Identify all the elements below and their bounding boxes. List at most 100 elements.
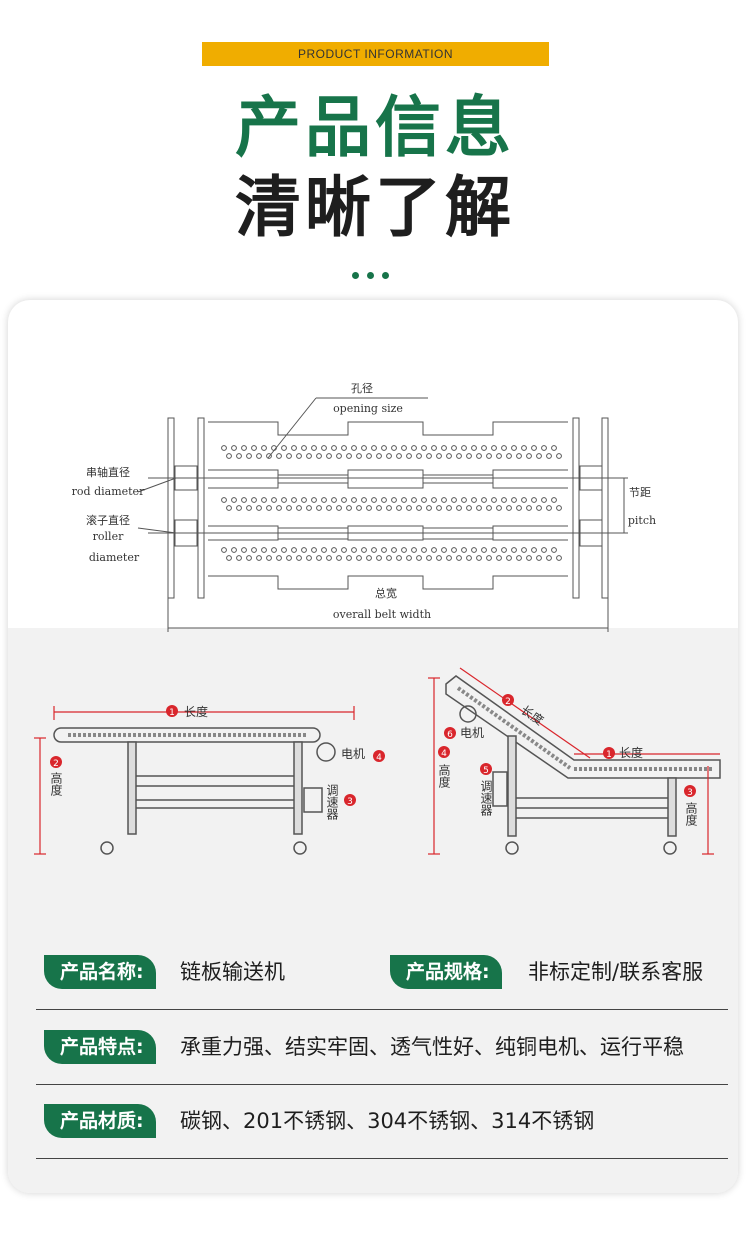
plate-hole <box>316 505 322 511</box>
plate-hole <box>401 497 407 503</box>
plate-hole <box>336 505 342 511</box>
plate-hole <box>236 505 242 511</box>
plate-hole <box>291 445 297 451</box>
plate-hole <box>366 555 372 561</box>
plate-hole <box>356 505 362 511</box>
plate-hole <box>271 547 277 553</box>
marker-3-flat <box>344 794 356 806</box>
plate-hole <box>441 445 447 451</box>
plate-hole <box>271 445 277 451</box>
plate-hole <box>281 497 287 503</box>
plate-hole <box>336 453 342 459</box>
conveyor-machine-illustrations: 1 长度 2 高度 电机 4 调速器 3 <box>34 667 721 855</box>
plate-hole <box>246 505 252 511</box>
marker-1-flat <box>166 705 178 717</box>
product-name-label: 产品名称: <box>44 955 156 989</box>
flat-speed-label: 调速器 <box>325 784 339 821</box>
plate-hole <box>326 505 332 511</box>
plate-hole <box>526 555 532 561</box>
plate-hole <box>531 445 537 451</box>
plate-hole <box>386 505 392 511</box>
product-feature-value: 承重力强、结实牢固、透气性好、纯铜电机、运行平稳 <box>180 1035 684 1059</box>
marker-3-incline <box>684 785 696 797</box>
plate-hole <box>386 555 392 561</box>
plate-hole <box>481 547 487 553</box>
plate-hole <box>401 547 407 553</box>
plate-hole <box>221 497 227 503</box>
plate-hole <box>441 497 447 503</box>
plate-hole <box>556 505 562 511</box>
plate-hole <box>251 547 257 553</box>
plate-hole <box>301 497 307 503</box>
marker-4-incline <box>438 746 450 758</box>
plate-hole <box>371 497 377 503</box>
plate-hole <box>341 497 347 503</box>
plate-hole <box>501 445 507 451</box>
product-material-label: 产品材质: <box>44 1104 156 1138</box>
product-spec-label: 产品规格: <box>390 955 502 989</box>
plate-hole <box>286 555 292 561</box>
plate-hole <box>301 547 307 553</box>
plate-hole <box>491 445 497 451</box>
page-title: 产品信息 <box>235 89 515 166</box>
plate-hole <box>261 445 267 451</box>
product-name-value: 链板输送机 <box>180 960 285 984</box>
plate-hole <box>341 445 347 451</box>
plate-hole <box>521 497 527 503</box>
plate-hole <box>456 555 462 561</box>
plate-hole <box>516 453 522 459</box>
plate-hole <box>351 547 357 553</box>
plate-hole <box>496 505 502 511</box>
plate-hole <box>361 547 367 553</box>
plate-hole <box>546 505 552 511</box>
plate-hole <box>331 547 337 553</box>
plate-hole <box>526 505 532 511</box>
card-lower-panel <box>8 628 738 1193</box>
plate-hole <box>271 497 277 503</box>
plate-hole <box>226 453 232 459</box>
marker-5-incline <box>480 763 492 775</box>
plate-hole <box>461 445 467 451</box>
plate-hole <box>376 453 382 459</box>
plate-hole <box>241 547 247 553</box>
flat-motor-label: 电机 <box>341 747 365 761</box>
plate-hole <box>346 555 352 561</box>
plate-hole <box>431 497 437 503</box>
plate-hole <box>501 497 507 503</box>
decorative-dots <box>352 264 397 283</box>
plate-hole <box>476 505 482 511</box>
plate-hole <box>466 555 472 561</box>
plate-hole <box>306 555 312 561</box>
product-material-value: 碳钢、201不锈钢、304不锈钢、314不锈钢 <box>180 1109 595 1133</box>
plate-hole <box>231 497 237 503</box>
incline-height-left-label: 高度 <box>437 763 451 788</box>
page-subtitle: 清晰了解 <box>235 169 515 246</box>
marker-6-incline-num: 6 <box>447 730 453 740</box>
plate-hole <box>536 505 542 511</box>
plate-hole <box>371 445 377 451</box>
plate-hole <box>376 505 382 511</box>
plate-hole <box>496 453 502 459</box>
plate-hole <box>381 445 387 451</box>
plate-hole <box>371 547 377 553</box>
plate-hole <box>426 555 432 561</box>
plate-hole <box>476 453 482 459</box>
plate-hole <box>266 453 272 459</box>
plate-hole <box>531 547 537 553</box>
product-spec-value: 非标定制/联系客服 <box>528 960 704 984</box>
plate-hole <box>446 453 452 459</box>
plate-hole <box>396 453 402 459</box>
marker-4-flat <box>373 750 385 762</box>
plate-hole <box>521 445 527 451</box>
opening-size-en: opening size <box>333 402 403 415</box>
incline-height-right-label: 高度 <box>684 801 698 826</box>
plate-hole <box>356 453 362 459</box>
roller-cn: 滚子直径 <box>86 513 130 527</box>
plate-hole <box>421 497 427 503</box>
plate-hole <box>391 497 397 503</box>
marker-3-flat-num: 3 <box>347 797 353 807</box>
plate-hole <box>556 453 562 459</box>
plate-hole <box>406 505 412 511</box>
flat-conveyor <box>53 727 336 855</box>
plate-hole <box>256 505 262 511</box>
